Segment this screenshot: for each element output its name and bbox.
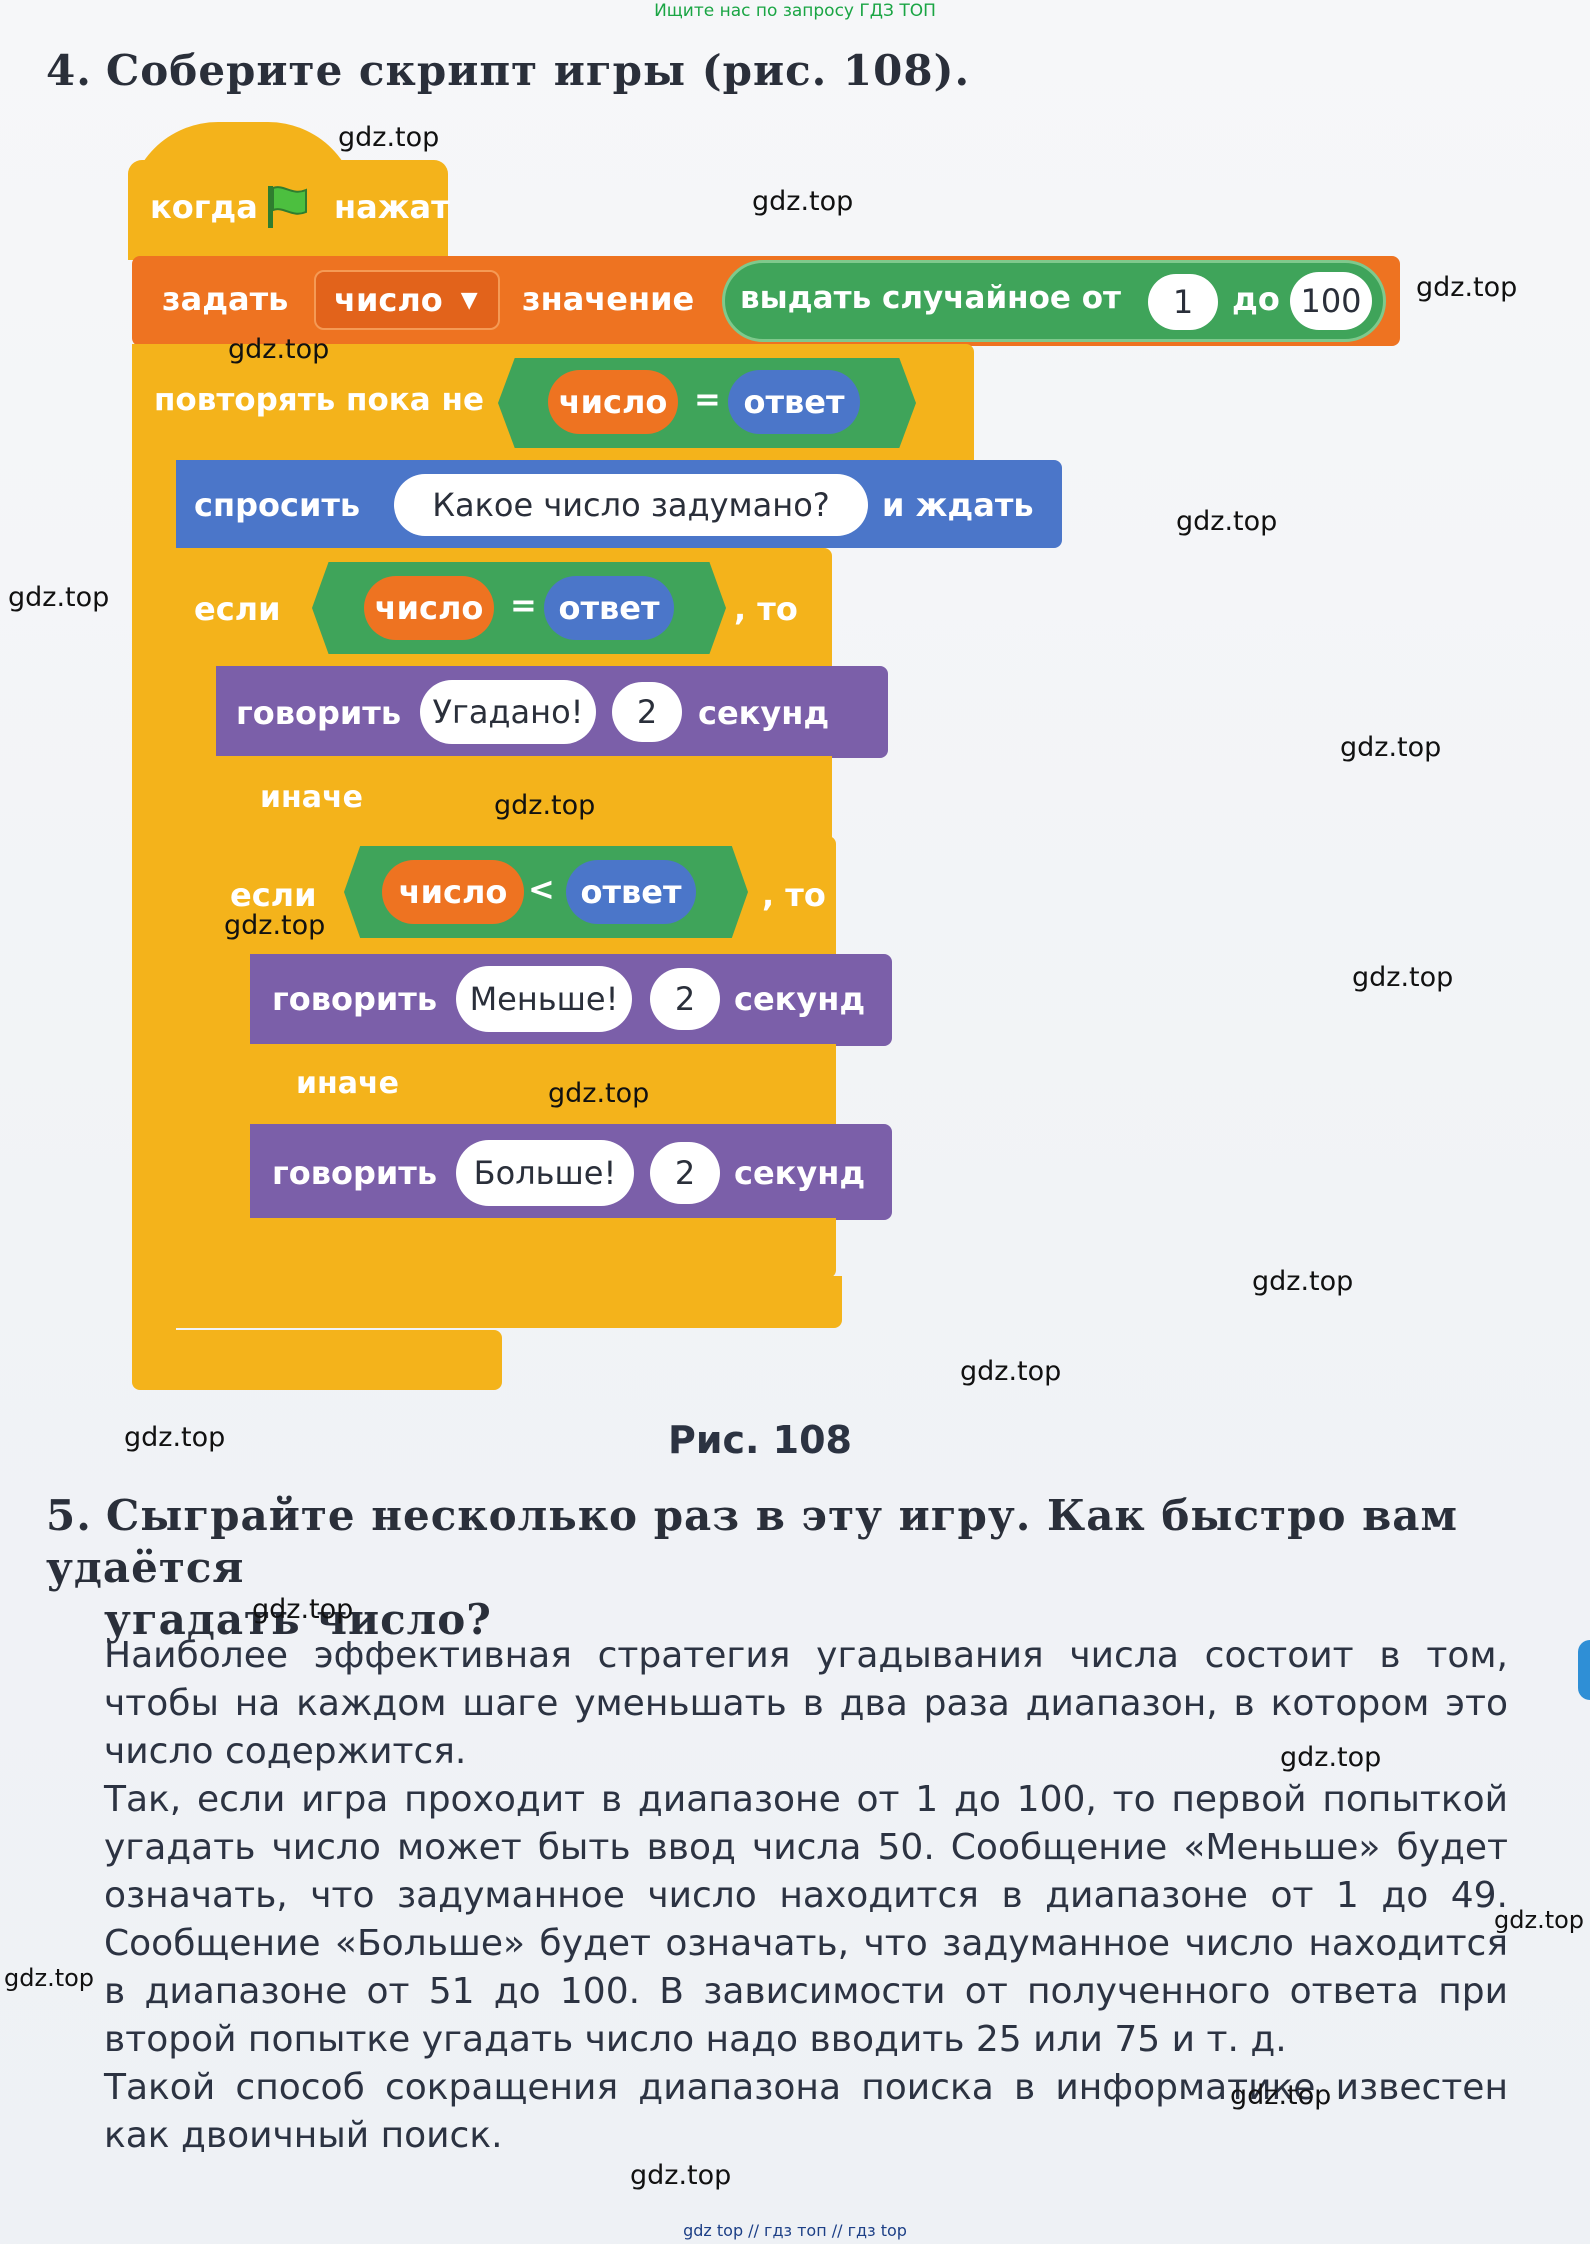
ask-label: спросить: [194, 486, 361, 524]
else-1-label: иначе: [260, 780, 363, 815]
answer-paragraph-3: Такой способ сокращения диапазона поиска…: [104, 2067, 1508, 2156]
footer-banner[interactable]: gdz top // гдз топ // гдз top: [683, 2221, 907, 2240]
watermark: gdz.top: [630, 2160, 732, 2191]
watermark: gdz.top: [8, 582, 110, 613]
to-label: до: [1232, 280, 1280, 318]
say-3-label: говорить: [272, 1154, 438, 1192]
say-1-secs[interactable]: 2: [612, 682, 682, 742]
variable-dropdown-value: число: [334, 281, 443, 319]
say-1-unit: секунд: [698, 694, 830, 732]
watermark: gdz.top: [494, 790, 596, 821]
say-1-label: говорить: [236, 694, 402, 732]
watermark: gdz.top: [124, 1422, 226, 1453]
random-block: [722, 260, 1386, 342]
watermark: gdz.top: [1494, 1906, 1585, 1934]
if-else-2-foot: [212, 1218, 836, 1278]
say-2-unit: секунд: [734, 980, 866, 1018]
watermark: gdz.top: [960, 1356, 1062, 1387]
say-1-message[interactable]: Угадано!: [420, 680, 596, 744]
if-1-var-answer: ответ: [544, 576, 674, 640]
watermark: gdz.top: [1230, 2080, 1332, 2111]
task-4-heading: 4. Соберите скрипт игры (рис. 108).: [46, 46, 970, 95]
top-banner[interactable]: Ищите нас по запросу ГДЗ ТОП: [654, 1, 936, 21]
if-else-1-foot: [176, 1276, 842, 1328]
watermark: gdz.top: [548, 1078, 650, 1109]
say-3-secs[interactable]: 2: [650, 1142, 720, 1204]
if-2-var-number: число: [382, 860, 524, 924]
watermark: gdz.top: [1280, 1742, 1382, 1773]
pressed-label: нажат: [334, 188, 450, 226]
if-2-then: , то: [762, 876, 826, 914]
repeat-until-foot: [132, 1330, 502, 1390]
watermark: gdz.top: [1252, 1266, 1354, 1297]
else-1-bar: [176, 756, 832, 840]
say-3-unit: секунд: [734, 1154, 866, 1192]
if-1-label: если: [194, 590, 281, 628]
if-2-label: если: [230, 876, 317, 914]
watermark: gdz.top: [228, 334, 330, 365]
repeat-op: =: [694, 380, 721, 418]
value-label: значение: [522, 280, 695, 318]
if-2-var-answer: ответ: [566, 860, 696, 924]
repeat-var-answer: ответ: [728, 370, 860, 434]
else-2-label: иначе: [296, 1066, 399, 1101]
random-to-input[interactable]: 100: [1290, 272, 1372, 330]
watermark: gdz.top: [752, 186, 854, 217]
set-label: задать: [162, 280, 289, 318]
ask-question-input[interactable]: Какое число задумано?: [394, 474, 868, 536]
answer-text: Наиболее эффективная стратегия угадывани…: [104, 1632, 1508, 2160]
green-flag-icon: [266, 184, 310, 234]
repeat-var-number: число: [548, 370, 678, 434]
say-3-message[interactable]: Больше!: [456, 1140, 634, 1206]
answer-paragraph-2: Так, если игра проходит в диапазоне от 1…: [104, 1779, 1508, 2060]
if-2-op: <: [528, 870, 555, 908]
if-1-op: =: [510, 586, 537, 624]
say-2-secs[interactable]: 2: [650, 968, 720, 1030]
watermark: gdz.top: [224, 910, 326, 941]
watermark: gdz.top: [1352, 962, 1454, 993]
else-2-bar: [212, 1044, 836, 1126]
watermark: gdz.top: [252, 1594, 354, 1625]
ask-wait-label: и ждать: [882, 486, 1034, 524]
random-label: выдать случайное от: [740, 280, 1121, 316]
watermark: gdz.top: [1416, 272, 1518, 303]
task-number: 4.: [46, 46, 92, 95]
when-label: когда: [150, 188, 258, 226]
watermark: gdz.top: [4, 1964, 95, 1992]
answer-paragraph-1: Наиболее эффективная стратегия угадывани…: [104, 1635, 1508, 1772]
repeat-until-arm: [132, 344, 176, 1349]
if-1-then: , то: [734, 590, 798, 628]
repeat-until-label: повторять пока не: [154, 382, 484, 418]
task-text-line1: Сыграйте несколько раз в эту игру. Как б…: [46, 1491, 1458, 1592]
watermark: gdz.top: [338, 122, 440, 153]
figure-caption: Рис. 108: [668, 1418, 852, 1462]
task-text: Соберите скрипт игры (рис. 108).: [105, 46, 971, 95]
say-2-message[interactable]: Меньше!: [456, 966, 632, 1032]
chevron-down-icon: ▼: [460, 287, 478, 313]
task-text-line2: угадать число?: [104, 1595, 492, 1644]
page-edge-tab: [1578, 1640, 1590, 1700]
watermark: gdz.top: [1176, 506, 1278, 537]
watermark: gdz.top: [1340, 732, 1442, 763]
task-5-heading: 5.Сыграйте несколько раз в эту игру. Как…: [46, 1490, 1556, 1646]
random-from-input[interactable]: 1: [1148, 274, 1218, 330]
say-2-label: говорить: [272, 980, 438, 1018]
if-else-1-arm: [176, 548, 216, 1318]
variable-dropdown[interactable]: число ▼: [314, 270, 500, 330]
task-number: 5.: [46, 1491, 92, 1540]
if-1-var-number: число: [364, 576, 494, 640]
